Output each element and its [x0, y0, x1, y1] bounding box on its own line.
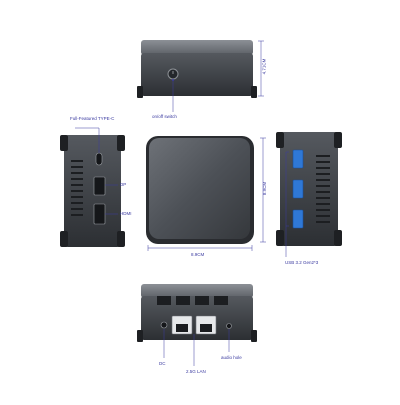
width-dimension-label: 8.9CM — [191, 252, 205, 257]
usb-port-icon — [292, 209, 304, 229]
audio-jack-icon — [226, 323, 232, 329]
right-side-view-unit — [276, 132, 342, 257]
height-dimension-label: 4.71CM — [261, 58, 267, 75]
rear-view-unit — [137, 284, 257, 366]
depth-dimension-label: 8.9CM — [262, 181, 268, 196]
typec-port-icon — [95, 152, 103, 166]
dp-label: DP — [120, 182, 127, 187]
power-switch-label: on/off switch — [152, 114, 177, 119]
usb-port-icon — [292, 149, 304, 169]
front-view-unit — [137, 40, 264, 112]
hdmi-port-icon — [93, 203, 106, 225]
dc-jack-icon — [160, 321, 168, 329]
usb-port-icon — [292, 179, 304, 199]
usb-label: USB 3.2 Gen2*3 — [285, 260, 319, 265]
hdmi-label: HDMI — [120, 211, 132, 216]
dc-label: DC — [159, 361, 166, 366]
typec-label: Full-Featured TYPE-C — [70, 116, 115, 121]
left-side-view-unit — [60, 127, 125, 247]
lan-label: 2.5G LAN — [186, 369, 206, 374]
audio-label: audio hole — [221, 355, 242, 360]
top-down-view-unit — [146, 136, 266, 251]
dp-port-icon — [93, 176, 106, 196]
